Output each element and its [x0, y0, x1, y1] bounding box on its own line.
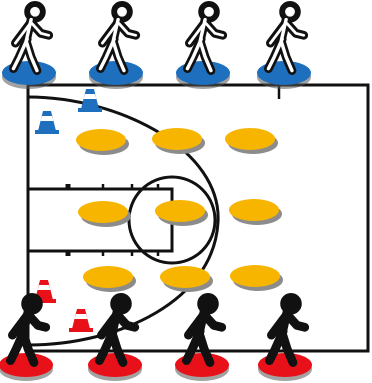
player	[89, 5, 143, 89]
player-base	[258, 353, 312, 381]
spot-marker	[230, 265, 283, 291]
spot-markers	[76, 128, 283, 292]
player	[176, 5, 230, 89]
player-base	[257, 61, 311, 89]
player	[257, 5, 311, 89]
player	[258, 297, 312, 381]
walking-person-icon	[186, 297, 221, 362]
spot-marker	[160, 266, 213, 292]
spot-marker	[229, 199, 282, 225]
traffic-cone-icon	[78, 89, 102, 112]
walking-person-icon	[269, 297, 304, 362]
player-base	[2, 61, 56, 89]
bottom-team-players	[0, 297, 312, 381]
spot-marker	[152, 128, 205, 154]
walking-person-icon	[268, 5, 303, 70]
player	[175, 297, 229, 381]
spot-marker	[83, 266, 136, 292]
player-base	[89, 61, 143, 89]
spot-marker	[155, 200, 208, 226]
walking-person-icon	[99, 297, 134, 362]
traffic-cone-icon	[35, 111, 59, 134]
player-base	[175, 353, 229, 381]
spot-marker	[76, 129, 129, 155]
player	[0, 297, 53, 381]
player-base	[176, 61, 230, 89]
walking-person-icon	[100, 5, 135, 70]
player	[2, 5, 56, 89]
player	[88, 297, 142, 381]
spot-marker	[78, 201, 131, 227]
walking-person-icon	[10, 297, 45, 362]
spot-marker	[225, 128, 278, 154]
top-team-players	[2, 5, 311, 89]
player-base	[88, 353, 142, 381]
walking-person-icon	[187, 5, 222, 70]
traffic-cone-icon	[69, 309, 93, 332]
walking-person-icon	[13, 5, 48, 70]
